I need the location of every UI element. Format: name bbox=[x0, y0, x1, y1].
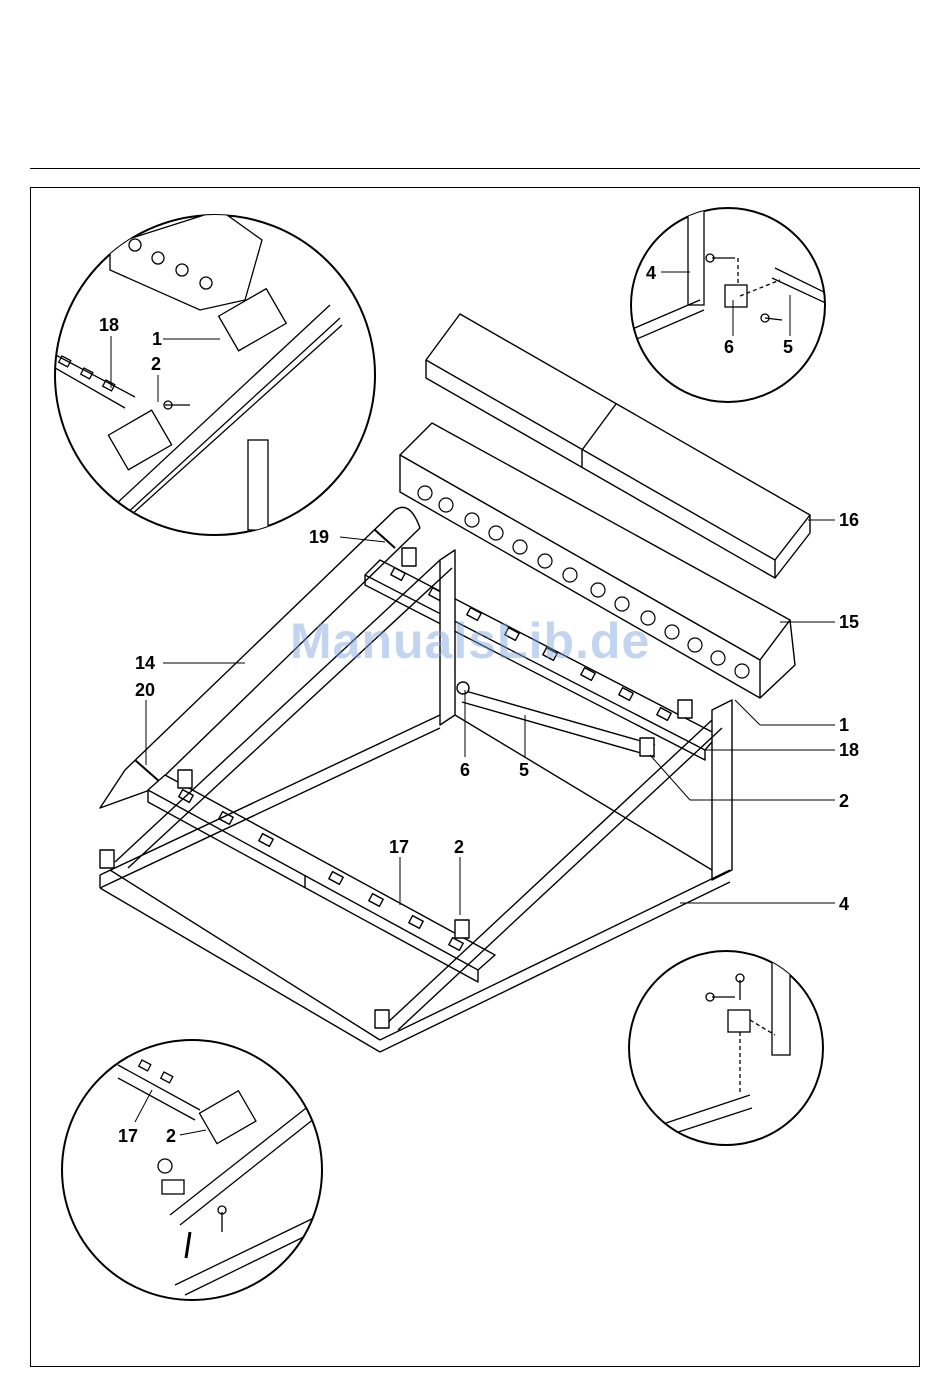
callout-5: 5 bbox=[519, 760, 529, 780]
callout-17: 17 bbox=[389, 837, 409, 857]
callout-2-inset: 2 bbox=[151, 354, 161, 374]
callout-5-inset: 5 bbox=[783, 337, 793, 357]
callout-19: 19 bbox=[309, 527, 329, 547]
callout-16: 16 bbox=[839, 510, 859, 530]
callout-4-inset: 4 bbox=[646, 263, 656, 283]
lower-rail-17 bbox=[148, 775, 495, 982]
callout-2-right: 2 bbox=[839, 791, 849, 811]
callout-4: 4 bbox=[839, 894, 849, 914]
callout-15: 15 bbox=[839, 612, 859, 632]
callout-20: 20 bbox=[135, 680, 155, 700]
callout-18: 18 bbox=[839, 740, 859, 760]
callout-14: 14 bbox=[135, 653, 155, 673]
callout-17-inset: 17 bbox=[118, 1126, 138, 1146]
detail-inset-bottom-left bbox=[62, 1040, 322, 1300]
callout-2-inset-bottom: 2 bbox=[166, 1126, 176, 1146]
callout-2-mid: 2 bbox=[454, 837, 464, 857]
callout-6-inset: 6 bbox=[724, 337, 734, 357]
watermark: ManualsLib.de bbox=[290, 612, 650, 670]
callout-1-inset: 1 bbox=[152, 329, 162, 349]
callout-1: 1 bbox=[839, 715, 849, 735]
callout-6: 6 bbox=[460, 760, 470, 780]
callout-18-inset: 18 bbox=[99, 315, 119, 335]
